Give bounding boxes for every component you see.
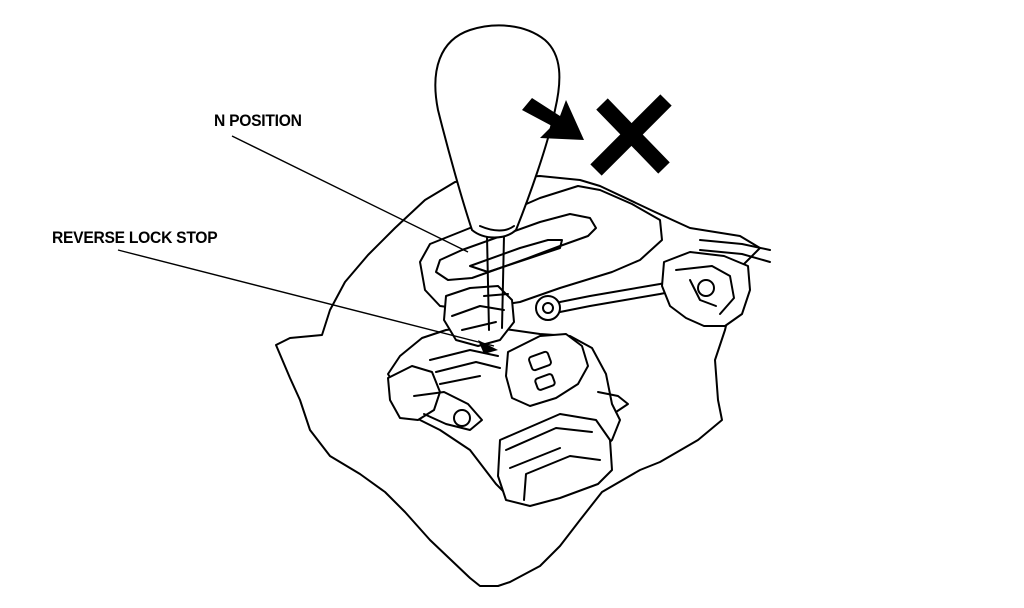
n-position-label: N POSITION [214,111,302,130]
shift-knob [434,24,561,239]
reverse-lock-stop-block [443,285,515,347]
shift-gate-slot [435,213,597,281]
detent-roller [453,409,471,427]
shift-lock-solenoid-detail [505,427,601,501]
housing-tab [597,391,629,413]
cable-bracket-detail [675,265,735,315]
pivot-plate [505,333,589,407]
reverse-lock-stop-detail [451,305,505,331]
cable-bracket-bolt [697,279,715,297]
arrow-right-down-icon [522,98,584,140]
x-mark-icon [590,94,672,176]
cable-bracket [661,251,751,327]
detent-lever [413,391,483,431]
detent-spring-bracket [387,365,441,421]
mechanism-ribs [429,349,501,385]
shift-knob-highlight [479,225,515,232]
n-position-leader [231,135,469,253]
shift-lever-shaft-base [483,293,509,297]
shift-cable-end [699,239,771,263]
pivot-bolt-center [542,302,554,314]
pivot-plate-hole [534,373,556,391]
reverse-lock-stop-label: REVERSE LOCK STOP [52,228,218,247]
reverse-lock-stop-leader [117,249,495,347]
pivot-plate-hole [528,350,552,372]
reverse-lock-stop-pointer [478,340,498,354]
shift-gate-slot-inner [469,239,563,273]
shift-lever-shaft [486,235,505,331]
shift-lock-solenoid [497,413,613,507]
pivot-bolt [535,295,561,321]
